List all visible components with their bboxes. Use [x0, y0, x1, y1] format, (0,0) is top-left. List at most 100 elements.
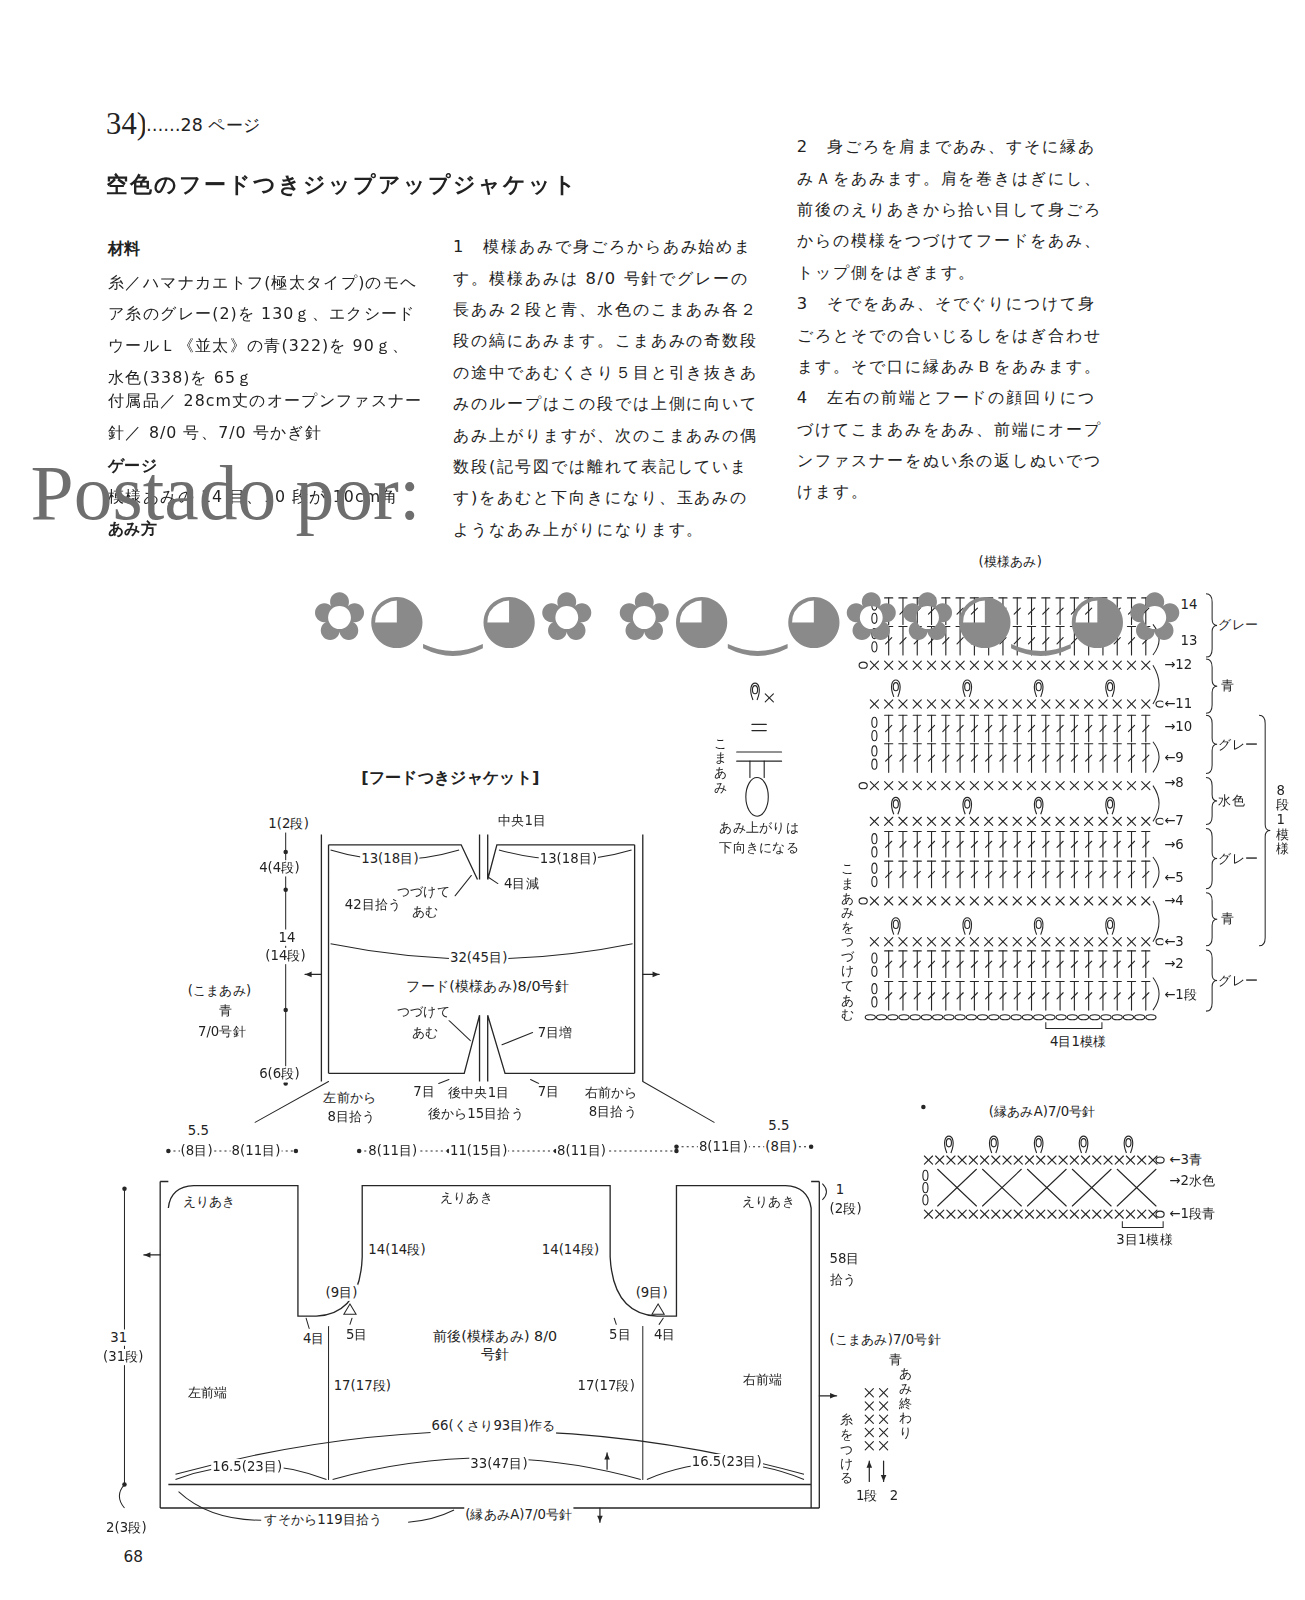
dc-symbol: [1127, 861, 1135, 862]
sc-symbol: [913, 817, 921, 825]
edge-arrow-head: [305, 972, 312, 978]
edging-x-symbol: [1117, 1169, 1156, 1206]
sc-symbol: [1126, 1156, 1134, 1164]
dc-symbol: [1043, 993, 1049, 999]
label-text: 16.5(23目): [211, 1459, 283, 1475]
key-loop: [746, 777, 768, 816]
dc-symbol: [1127, 743, 1135, 744]
sc-symbol: [969, 1210, 977, 1218]
sc-symbol: [899, 782, 907, 790]
dc-symbol: [1057, 725, 1063, 731]
sc-symbol: [879, 1415, 887, 1423]
chain-symbol: [1078, 1015, 1088, 1020]
sc-symbol: [1127, 938, 1135, 946]
picot-symbol: [893, 920, 898, 928]
dc-symbol: [900, 961, 906, 967]
leader-line: [306, 1318, 309, 1328]
dc-symbol: [1114, 725, 1120, 731]
sc-symbol: [1048, 1156, 1056, 1164]
label-text: →6: [1163, 837, 1185, 853]
sc-symbol: [879, 1389, 887, 1397]
label-text: 31: [109, 1329, 128, 1345]
sc-symbol: [1127, 700, 1135, 708]
label-text: 11(15目): [449, 1143, 508, 1159]
dc-symbol: [1114, 961, 1120, 967]
dc-symbol: [957, 993, 963, 999]
sc-symbol: [913, 897, 921, 905]
label-text: 4目1模様: [1049, 1034, 1108, 1050]
sc-symbol: [1037, 1210, 1045, 1218]
dc-symbol: [913, 950, 921, 951]
dc-symbol: [1042, 831, 1050, 832]
dc-symbol: [885, 715, 893, 716]
sc-symbol: [865, 1402, 873, 1410]
key-stitch-line: [737, 751, 782, 752]
sc-symbol: [956, 700, 964, 708]
sc-symbol: [999, 782, 1007, 790]
sc-symbol: [1085, 700, 1093, 708]
dc-symbol: [914, 725, 920, 731]
dc-symbol: [1086, 725, 1092, 731]
dc-symbol: [957, 961, 963, 967]
dc-symbol: [943, 755, 949, 761]
dc-symbol: [1099, 743, 1107, 744]
vertical-note: 糸をつける: [839, 1413, 854, 1486]
instruction-text: 1 模様あみで身ごろからあみ始めます。模様あみは 8/0 号針でグレーの長あみ２…: [452, 232, 762, 546]
sc-symbol: [879, 1402, 887, 1410]
sc-symbol: [1142, 938, 1150, 946]
pickup-leader: [255, 1082, 328, 1123]
dc-symbol: [1127, 715, 1135, 716]
piece-label: 前後(模様あみ) 8/0号針: [433, 1326, 557, 1363]
dimension-dot: [357, 1149, 361, 1153]
dc-symbol: [1014, 871, 1020, 877]
sc-symbol: [1027, 782, 1035, 790]
chain-symbol: [872, 953, 877, 963]
sc-symbol: [879, 1402, 887, 1410]
sc-symbol: [913, 661, 921, 669]
sc-symbol: [765, 694, 773, 702]
label-text: あみ上がりは: [718, 819, 800, 835]
dc-symbol: [1028, 993, 1034, 999]
sc-symbol: [956, 938, 964, 946]
dc-symbol: [985, 950, 993, 951]
label-text: ←7: [1163, 813, 1185, 829]
sc-symbol: [999, 817, 1007, 825]
sc-symbol: [970, 938, 978, 946]
sc-symbol: [865, 1389, 873, 1397]
sc-symbol: [981, 1210, 989, 1218]
label-text: あむ: [411, 904, 440, 920]
picot-symbol: [1124, 1136, 1133, 1153]
sc-symbol: [1056, 897, 1064, 905]
dc-symbol: [942, 981, 950, 982]
picot-symbol: [991, 1139, 996, 1147]
label-text: 14(14段): [541, 1242, 600, 1258]
sc-symbol: [985, 661, 993, 669]
sc-symbol: [956, 782, 964, 790]
dc-symbol: [942, 950, 950, 951]
sc-symbol: [1115, 1156, 1123, 1164]
sc-symbol: [956, 938, 964, 946]
picot-symbol: [989, 1136, 998, 1153]
dc-symbol: [1028, 841, 1034, 847]
dc-symbol: [927, 981, 935, 982]
sc-symbol: [1070, 700, 1078, 708]
sc-symbol: [1056, 938, 1064, 946]
sc-symbol: [1085, 817, 1093, 825]
label-text: 後から15目拾う: [426, 1106, 525, 1122]
dc-symbol: [1142, 715, 1150, 716]
sc-symbol: [1070, 938, 1078, 946]
dc-symbol: [1071, 993, 1077, 999]
label-text: 8(11目): [556, 1143, 607, 1159]
chain-symbol: [888, 1015, 898, 1020]
sc-symbol: [899, 700, 907, 708]
sc-symbol: [1099, 700, 1107, 708]
sc-symbol: [999, 938, 1007, 946]
dc-symbol: [1099, 861, 1107, 862]
sc-symbol: [942, 938, 950, 946]
picot-symbol: [963, 797, 972, 814]
dc-symbol: [1128, 755, 1134, 761]
chain-symbol: [872, 717, 877, 727]
dc-symbol: [1057, 841, 1063, 847]
pattern-title: 空色のフードつきジップアップジャケット: [106, 171, 578, 198]
dc-symbol: [1100, 725, 1106, 731]
